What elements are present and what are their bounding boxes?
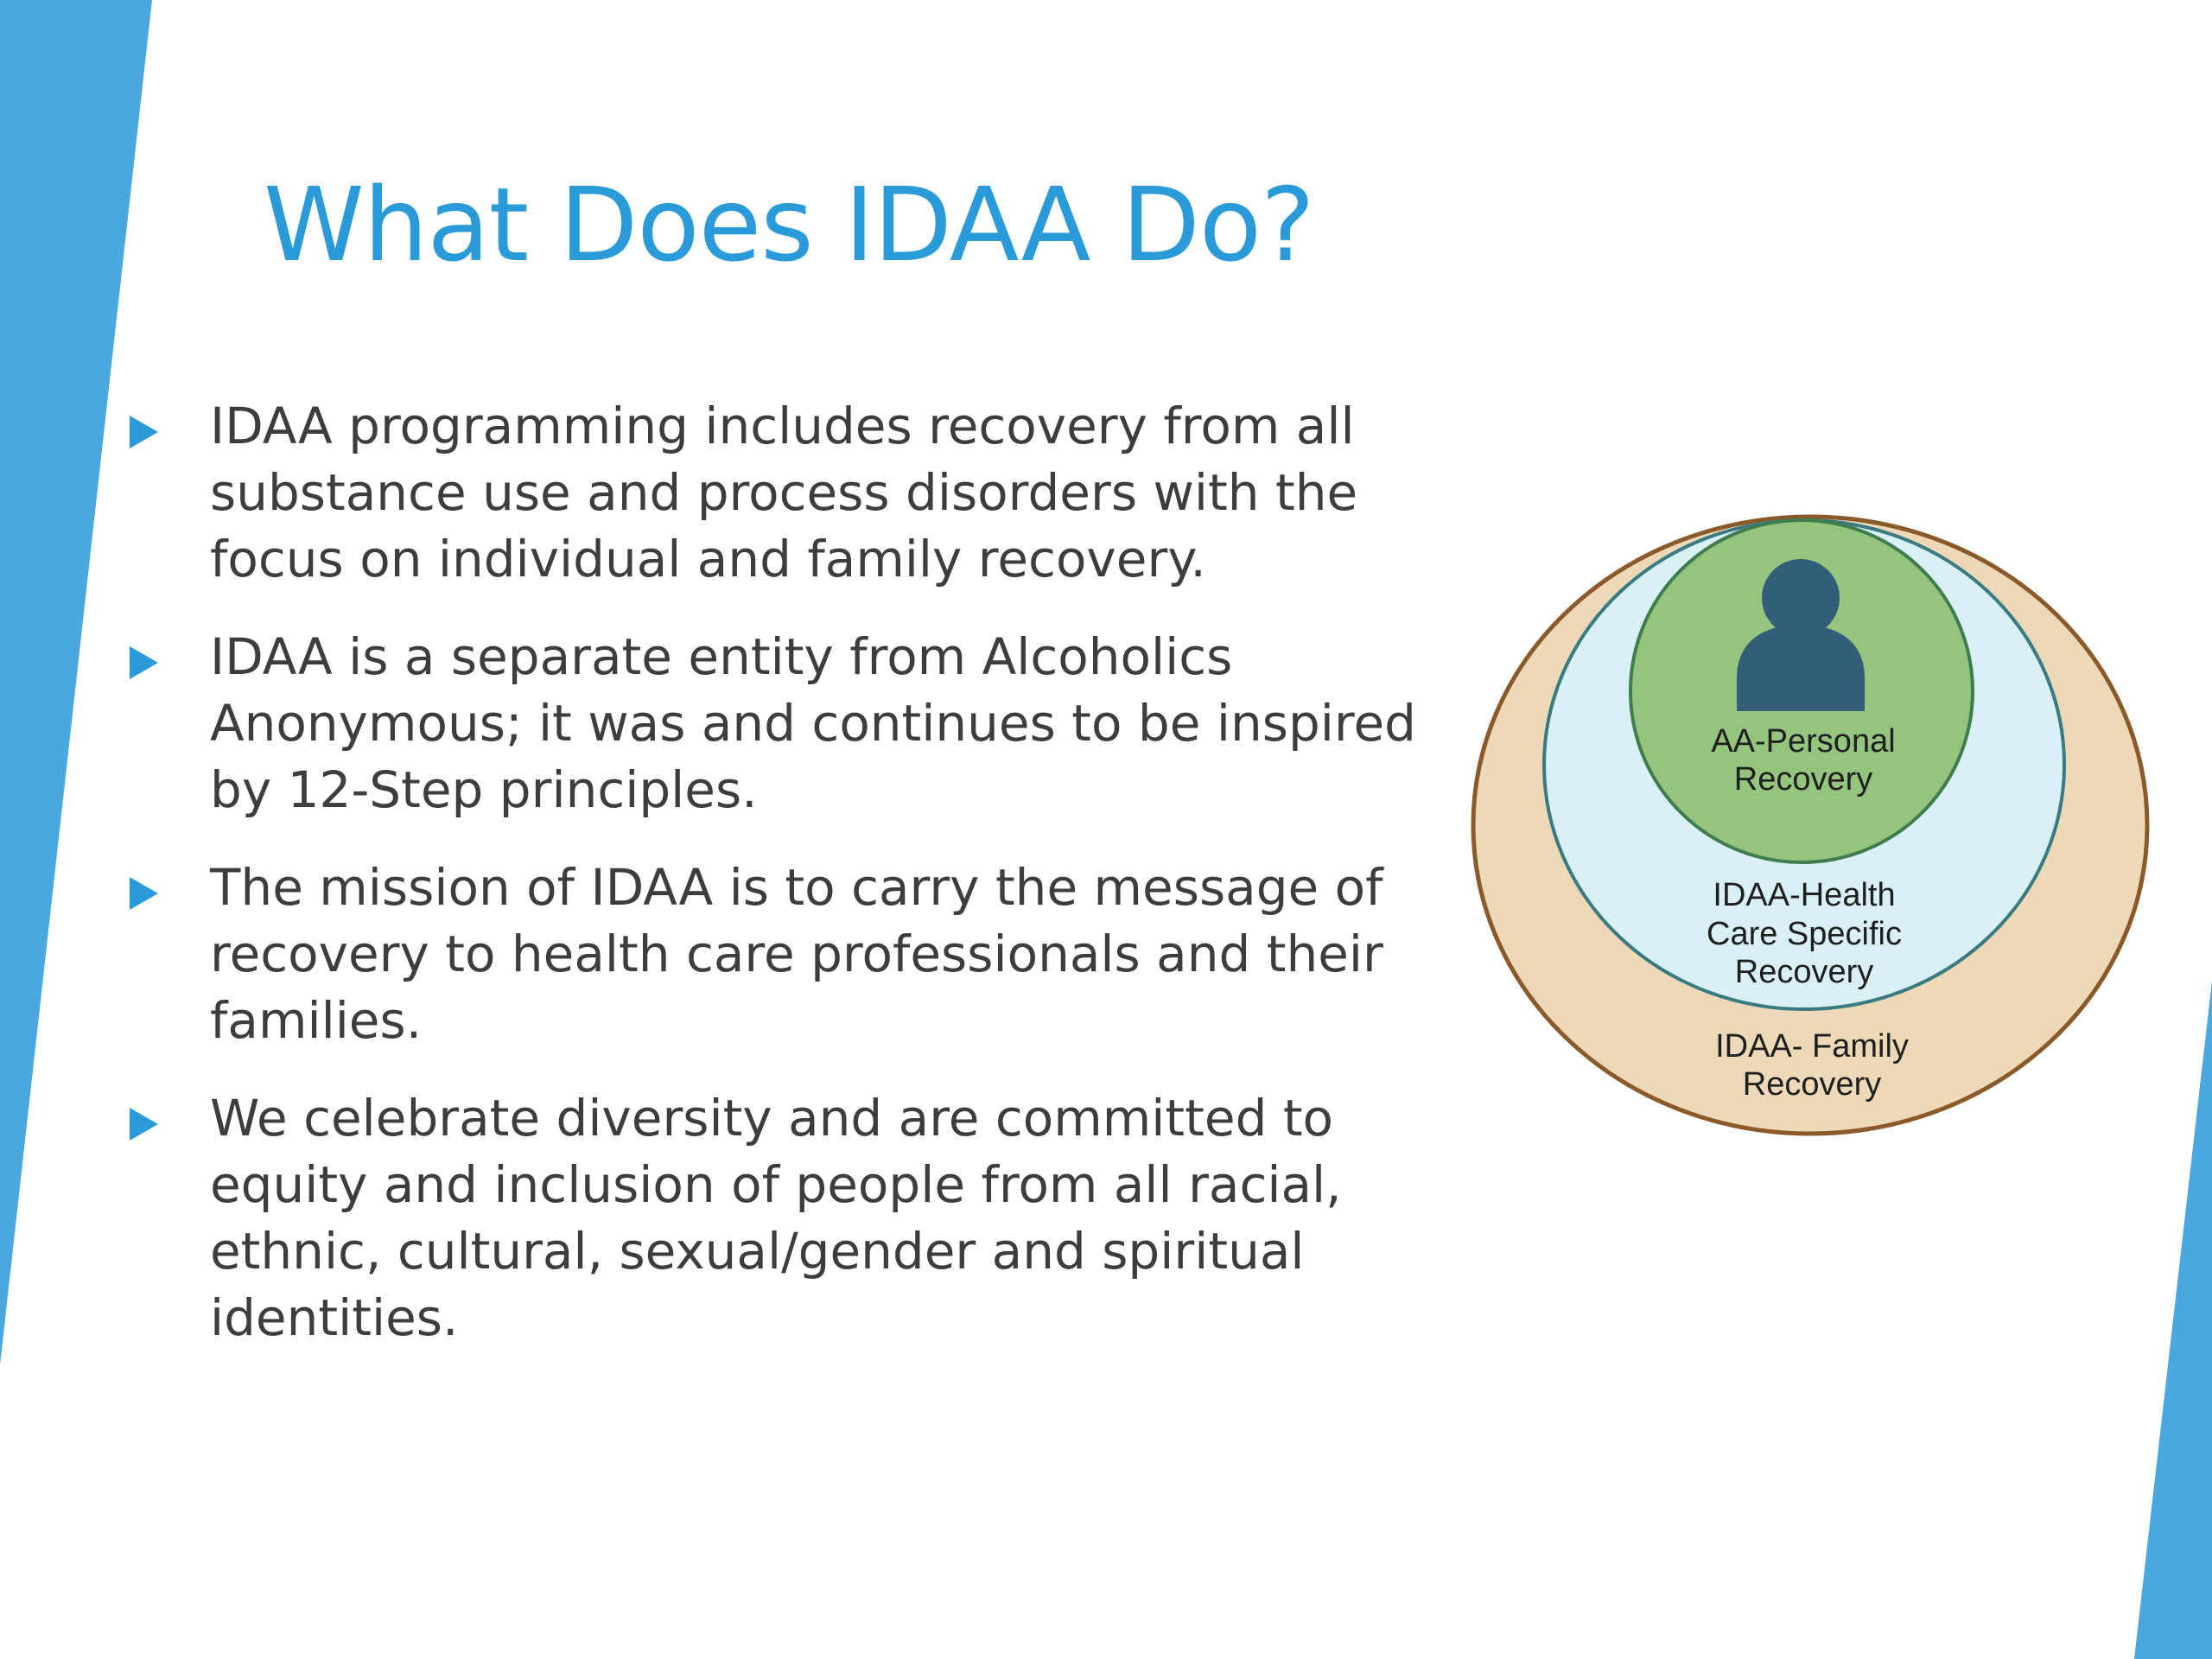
bullet-text-2: IDAA is a separate entity from Alcoholic… xyxy=(210,627,1416,819)
bullet-text-1: IDAA programming includes recovery from … xyxy=(210,397,1358,588)
slide-title: What Does IDAA Do? xyxy=(264,165,1315,284)
left-accent-bar xyxy=(0,0,152,1365)
bullet-text-3: The mission of IDAA is to carry the mess… xyxy=(210,858,1383,1050)
bullet-list: IDAA programming includes recovery from … xyxy=(125,393,1421,1382)
middle-label-line-3: Recovery xyxy=(1735,954,1874,990)
bullet-item-4: We celebrate diversity and are committed… xyxy=(125,1085,1421,1351)
bullet-text-4: We celebrate diversity and are committed… xyxy=(210,1089,1342,1347)
inner-label-line-2: Recovery xyxy=(1734,761,1873,798)
inner-label-line-1: AA-Personal xyxy=(1711,723,1895,760)
triangle-bullet-icon xyxy=(130,416,158,448)
bullet-item-3: The mission of IDAA is to carry the mess… xyxy=(125,855,1421,1054)
recovery-circles-diagram: AA-Personal Recovery IDAA-Health Care Sp… xyxy=(1471,514,2150,1136)
outer-label-line-2: Recovery xyxy=(1743,1066,1882,1103)
bullet-item-1: IDAA programming includes recovery from … xyxy=(125,393,1421,593)
middle-label-line-2: Care Specific xyxy=(1707,916,1902,952)
triangle-bullet-icon xyxy=(130,1108,158,1141)
outer-label-line-1: IDAA- Family xyxy=(1715,1028,1909,1065)
middle-label-line-1: IDAA-Health xyxy=(1713,877,1895,913)
right-accent-bar xyxy=(2134,981,2212,1659)
triangle-bullet-icon xyxy=(130,877,158,910)
triangle-bullet-icon xyxy=(130,646,158,679)
person-icon xyxy=(1737,559,1865,711)
bullet-item-2: IDAA is a separate entity from Alcoholic… xyxy=(125,624,1421,823)
